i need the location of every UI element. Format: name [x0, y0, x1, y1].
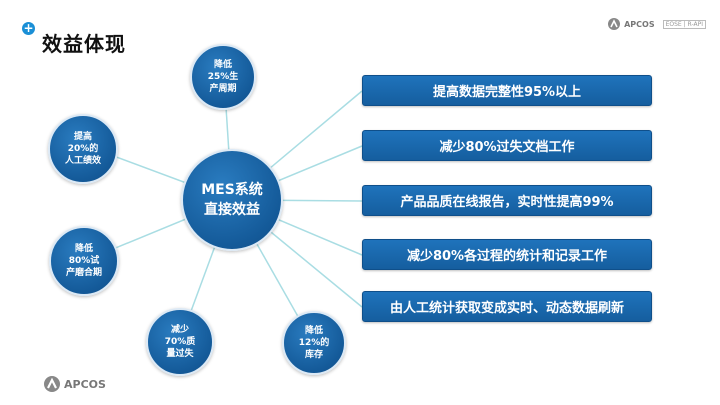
- satellite-node: 提高 20%的 人工绩效: [48, 114, 118, 184]
- benefit-bar: 减少80%过失文档工作: [362, 130, 652, 161]
- satellite-label: 提高 20%的 人工绩效: [64, 132, 101, 166]
- apcos-logo-icon: [44, 376, 60, 392]
- hub-label: MES系统 直接效益: [201, 182, 263, 218]
- plus-circle-icon: +: [22, 21, 35, 35]
- brand-logo-top: APCOS EOSE | R-API: [608, 18, 706, 30]
- satellite-label: 降低 80%试 产磨合期: [65, 244, 102, 278]
- brand-name: APCOS: [624, 19, 655, 29]
- benefit-bar: 减少80%各过程的统计和记录工作: [362, 239, 652, 270]
- satellite-node: 降低 25%生 产周期: [190, 44, 256, 110]
- benefit-bar: 由人工统计获取变成实时、动态数据刷新: [362, 291, 652, 322]
- satellite-label: 减少 70%质 量过失: [164, 325, 196, 359]
- satellite-node: 减少 70%质 量过失: [146, 308, 214, 376]
- brand-tag: EOSE | R-API: [662, 19, 706, 29]
- satellite-node: 降低 12%的 库存: [282, 311, 346, 375]
- benefit-bar: 提高数据完整性95%以上: [362, 75, 652, 106]
- satellite-node: 降低 80%试 产磨合期: [49, 226, 119, 296]
- page-title: 效益体现: [42, 32, 126, 56]
- satellite-label: 降低 25%生 产周期: [207, 60, 239, 94]
- hub-node: MES系统 直接效益: [181, 149, 283, 251]
- brand-logo-bottom: APCOS: [44, 376, 106, 392]
- brand-name: APCOS: [64, 377, 106, 391]
- apcos-logo-icon: [608, 18, 621, 30]
- benefit-bar: 产品品质在线报告，实时性提高99%: [362, 185, 652, 216]
- satellite-label: 降低 12%的 库存: [298, 326, 330, 360]
